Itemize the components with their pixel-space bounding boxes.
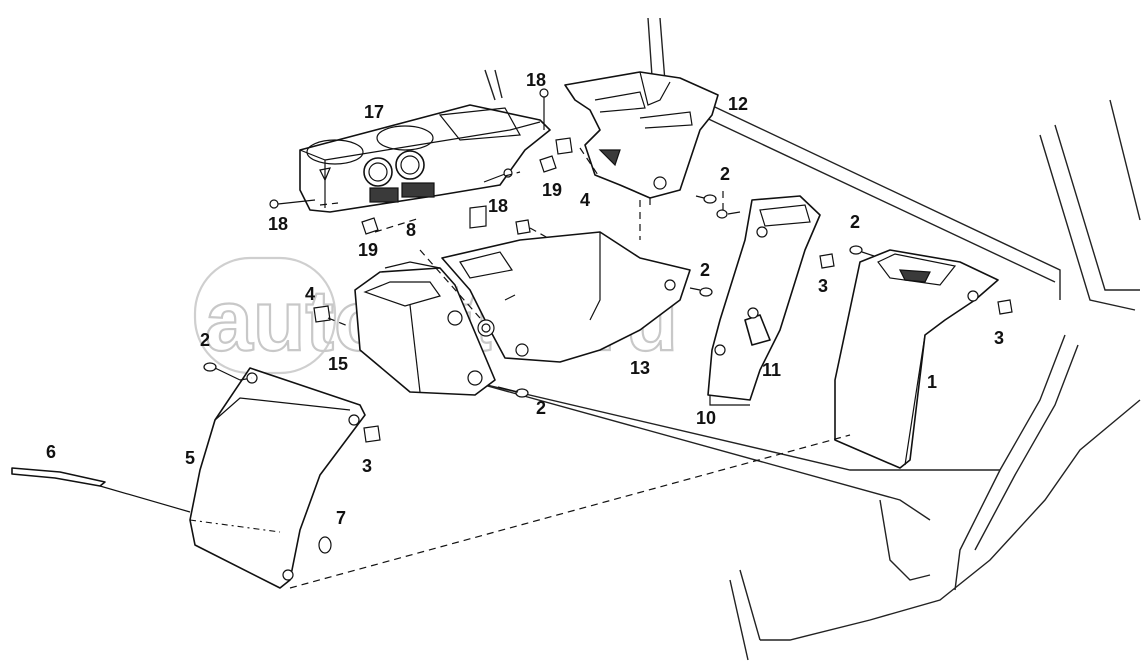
part-12-upper-shroud (564, 71, 719, 205)
fasteners-2-3 (203, 194, 1013, 443)
callout-2: 2 (200, 330, 210, 350)
callout-19: 19 (358, 240, 378, 260)
callout-2: 2 (536, 398, 546, 418)
callout-5: 5 (185, 448, 195, 468)
part-10-bracket (707, 195, 821, 406)
callout-10: 10 (696, 408, 716, 428)
callout-3: 3 (818, 276, 828, 296)
part-5-cover-panel (189, 367, 366, 589)
callout-8: 8 (406, 220, 416, 240)
callouts: 1 2 2 2 2 2 3 3 3 4 4 5 6 7 8 10 11 12 1… (46, 70, 1004, 528)
callout-18: 18 (268, 214, 288, 234)
callout-18: 18 (526, 70, 546, 90)
part-17-instrument-console (299, 104, 551, 213)
callout-2: 2 (700, 260, 710, 280)
part-15-side-box (354, 261, 496, 396)
callout-12: 12 (728, 94, 748, 114)
callout-13: 13 (630, 358, 650, 378)
callout-2: 2 (720, 164, 730, 184)
callout-19: 19 (542, 180, 562, 200)
screws-part-18 (269, 88, 549, 209)
clips-part-19 (313, 137, 573, 323)
part-1-right-duct (834, 249, 999, 469)
callout-11: 11 (762, 360, 781, 380)
assembly-lines (239, 147, 851, 589)
callout-18: 18 (488, 196, 508, 216)
callout-4: 4 (580, 190, 590, 210)
part-11-clip (744, 307, 771, 346)
callout-17: 17 (364, 102, 384, 122)
callout-15: 15 (328, 354, 348, 374)
callout-2: 2 (850, 212, 860, 232)
callout-3: 3 (362, 456, 372, 476)
callout-1: 1 (927, 372, 937, 392)
part-6-trim-strip (11, 467, 191, 513)
part-8-grommet (477, 319, 495, 337)
callout-3: 3 (994, 328, 1004, 348)
callout-7: 7 (336, 508, 346, 528)
callout-4: 4 (305, 284, 315, 304)
part-7-washer (318, 536, 332, 554)
callout-6: 6 (46, 442, 56, 462)
